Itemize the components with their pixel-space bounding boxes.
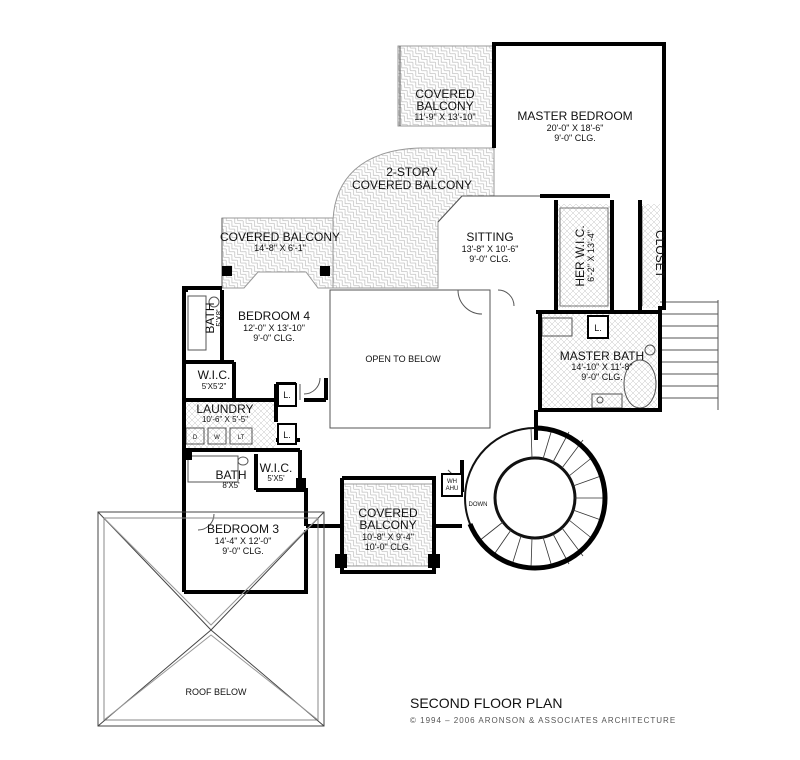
sitting-dims: 13'-8" X 10'-6" — [462, 244, 519, 254]
two-story-balcony-name-1: 2-STORY — [386, 165, 438, 179]
covered-balcony-top-dims: 11'-9" X 13'-10" — [414, 112, 475, 122]
covered-balcony-left-name: COVERED BALCONY — [220, 230, 340, 244]
stair-down-label: DOWN — [469, 502, 488, 508]
wh-label: WH — [447, 479, 457, 485]
closet-name: CLOSET — [653, 230, 667, 279]
covered-balcony-mid-ceiling: 10'-0" CLG. — [365, 542, 411, 552]
master-bath-name: MASTER BATH — [560, 349, 644, 363]
walls — [182, 42, 666, 594]
linen-label-1: L. — [283, 390, 291, 400]
floor-patterns — [184, 45, 660, 567]
master-bedroom-dims: 20'-0" X 18'-6" — [547, 123, 604, 133]
bath-lower-dims: 8'X5' — [222, 481, 240, 490]
open-to-below-label: OPEN TO BELOW — [365, 354, 441, 364]
covered-balcony-top-name-2: BALCONY — [416, 99, 473, 113]
her-wic-floor — [558, 204, 610, 308]
dryer-label: D — [193, 435, 198, 441]
sitting-ceiling: 9'-0" CLG. — [469, 254, 510, 264]
master-bedroom-ceiling: 9'-0" CLG. — [554, 133, 595, 143]
column-blocks — [182, 266, 440, 568]
room-labels: COVERED BALCONY 11'-9" X 13'-10" MASTER … — [185, 87, 667, 697]
covered-balcony-mid-name-2: BALCONY — [359, 518, 416, 532]
her-wic-dims: 6'-2" X 13'-4" — [586, 230, 596, 282]
wic-upper-name: W.I.C. — [198, 368, 231, 382]
open-to-below-outline — [329, 289, 491, 429]
sitting-name: SITTING — [466, 230, 513, 244]
master-bedroom-name: MASTER BEDROOM — [517, 109, 632, 123]
bedroom3-name: BEDROOM 3 — [207, 522, 279, 536]
wic-lower-name: W.I.C. — [260, 461, 293, 475]
wic-lower-dims: 5'X5' — [267, 474, 285, 483]
fixture-labels: L. L. L. D W LT WH AHU DOWN — [193, 323, 602, 508]
bedroom4-dims: 12'-0" X 13'-10" — [243, 323, 305, 333]
laundry-name: LAUNDRY — [196, 402, 253, 416]
laundry-tub-label: LT — [238, 435, 245, 441]
bedroom3-dims: 14'-4" X 12'-0" — [215, 536, 272, 546]
two-story-balcony-name-2: COVERED BALCONY — [352, 178, 472, 192]
covered-balcony-mid-name-1: COVERED — [358, 506, 418, 520]
roof-below-label: ROOF BELOW — [185, 687, 247, 697]
master-bath-dims: 14'-10" X 11'-8" — [571, 362, 632, 372]
covered-balcony-left-dims: 14'-8" X 6'-1" — [254, 243, 306, 253]
laundry-dims: 10'-6" X 5'-5" — [202, 415, 248, 424]
covered-balcony-mid-dims: 10'-8" X 9'-4" — [362, 532, 414, 542]
washer-label: W — [214, 435, 220, 441]
copyright: © 1994 – 2006 ARONSON & ASSOCIATES ARCHI… — [410, 716, 676, 725]
linen-label-3: L. — [594, 323, 602, 333]
wic-upper-dims: 5'X5'2" — [202, 382, 227, 391]
bath-lower-name: BATH — [215, 468, 246, 482]
her-wic-name: HER W.I.C. — [573, 225, 587, 286]
roof-below — [97, 511, 325, 727]
bath-upper-name: BATH — [203, 302, 217, 333]
spiral-staircase — [464, 425, 608, 571]
bath-upper-dims: 5'X8' — [215, 309, 224, 327]
plan-title: SECOND FLOOR PLAN — [410, 695, 562, 711]
covered-balcony-left-floor — [221, 217, 334, 289]
bedroom3-ceiling: 9'-0" CLG. — [222, 546, 263, 556]
bedroom4-name: BEDROOM 4 — [238, 309, 310, 323]
ahu-label: AHU — [446, 486, 459, 492]
master-bath-ceiling: 9'-0" CLG. — [581, 372, 622, 382]
covered-balcony-top-floor — [397, 45, 495, 127]
covered-balcony-top-name-1: COVERED — [415, 87, 475, 101]
linen-closets — [277, 315, 609, 497]
bedroom4-ceiling: 9'-0" CLG. — [253, 333, 294, 343]
linen-label-2: L. — [283, 430, 291, 440]
closet-floor — [642, 204, 660, 308]
